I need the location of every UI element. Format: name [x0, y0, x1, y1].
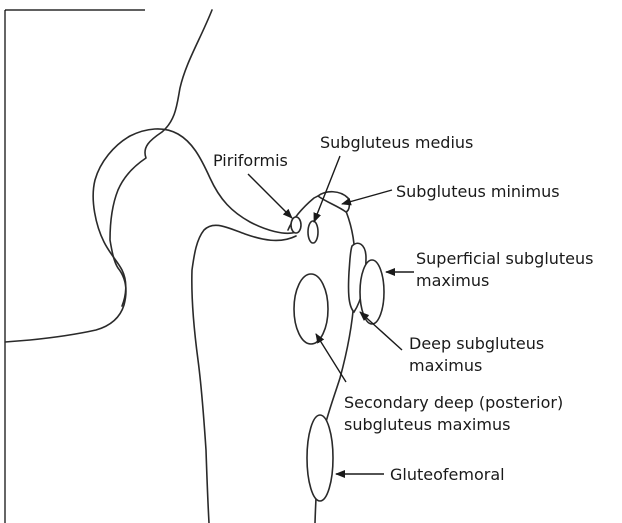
- subgluteus-minimus-leader: [342, 190, 392, 204]
- label-piriformis: Piriformis: [213, 151, 288, 170]
- label-subgluteus-minimus: Subgluteus minimus: [396, 182, 560, 201]
- piriformis-leader: [248, 174, 292, 218]
- femur-medial-border: [192, 225, 296, 523]
- secondary-deep-subgluteus-maximus-bursa: [294, 274, 328, 344]
- deep-subgluteus-maximus-leader: [360, 312, 402, 350]
- label-superficial-subgluteus-maximus-line2: maximus: [416, 271, 489, 290]
- label-deep-subgluteus-maximus-line2: maximus: [409, 356, 482, 375]
- label-gluteofemoral: Gluteofemoral: [390, 465, 505, 484]
- gluteofemoral-bursa: [307, 415, 333, 501]
- label-secondary-deep-subgluteus-maximus-line1: Secondary deep (posterior): [344, 393, 563, 412]
- pelvis-outline: [5, 10, 212, 342]
- subgluteus-medius-bursa: [308, 221, 318, 243]
- label-secondary-deep-subgluteus-maximus-line2: subgluteus maximus: [344, 415, 510, 434]
- subgluteus-medius-leader: [314, 156, 340, 222]
- secondary-deep-subgluteus-maximus-leader: [316, 334, 346, 382]
- label-subgluteus-medius: Subgluteus medius: [320, 133, 473, 152]
- label-deep-subgluteus-maximus-line1: Deep subgluteus: [409, 334, 544, 353]
- label-superficial-subgluteus-maximus-line1: Superficial subgluteus: [416, 249, 594, 268]
- piriformis-bursa: [291, 217, 301, 233]
- subgluteus-minimus-bursa: [318, 192, 349, 212]
